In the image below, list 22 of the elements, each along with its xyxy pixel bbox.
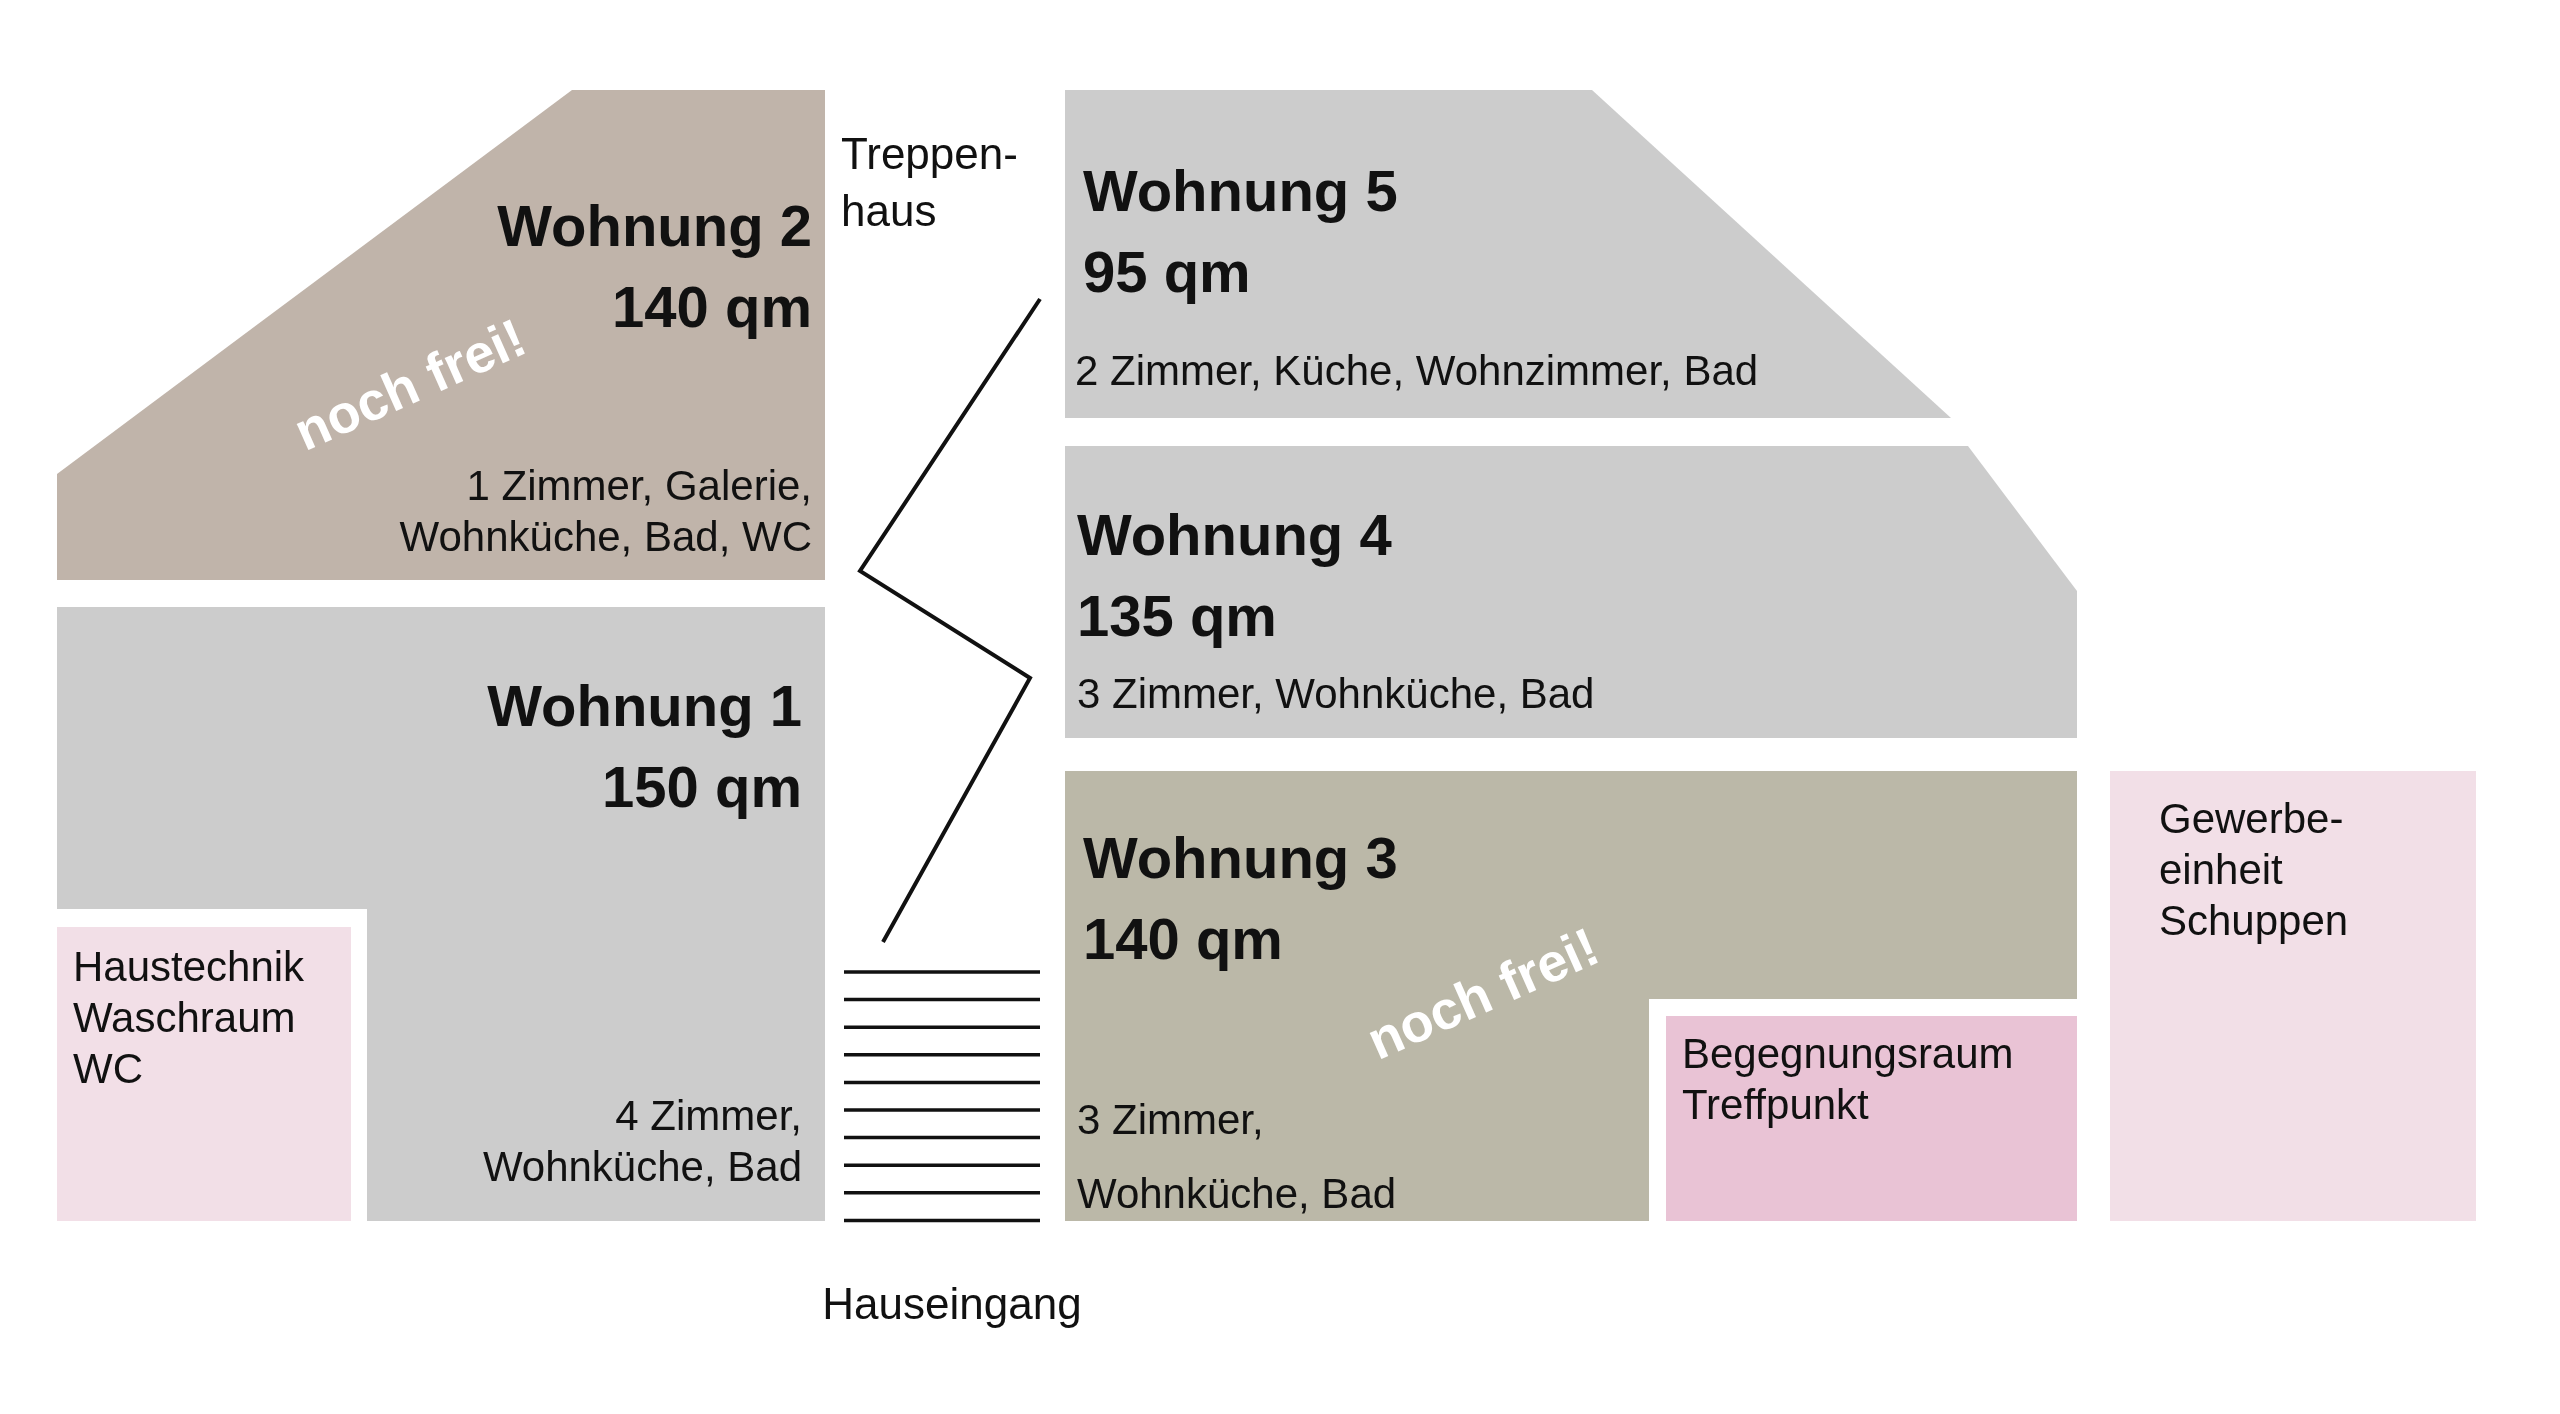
apartment-area bbox=[1065, 771, 2077, 1221]
apartment-heading: Wohnung 4 135 qm bbox=[1077, 501, 1393, 651]
utility-room bbox=[57, 927, 351, 1221]
apartment-heading: Wohnung 1 150 qm bbox=[486, 672, 802, 822]
apartment-area bbox=[57, 90, 825, 580]
room-description: Begegnungsraum Treffpunkt bbox=[1682, 1029, 2015, 1131]
room-description: 4 Zimmer, Wohnküche, Bad bbox=[481, 1091, 802, 1193]
stairwell-label: Treppen- haus bbox=[841, 128, 1019, 238]
room-description: 2 Zimmer, Küche, Wohnzimmer, Bad bbox=[1075, 346, 1760, 396]
room-description: 3 Zimmer, Wohnküche, Bad bbox=[1077, 669, 1596, 719]
apartment-area bbox=[1065, 446, 2077, 738]
apartment-area bbox=[57, 607, 825, 1221]
room-description: 3 Zimmer, Wohnküche, Bad bbox=[1077, 1095, 1398, 1219]
room-description: 1 Zimmer, Galerie, Wohnküche, Bad, WC bbox=[398, 461, 812, 563]
apartment-area bbox=[1065, 90, 1951, 418]
meeting-room bbox=[1666, 1016, 2077, 1221]
room-description: Haustechnik Waschraum WC bbox=[73, 942, 306, 1095]
room-description: Gewerbe- einheit Schuppen bbox=[2159, 794, 2350, 947]
entrance-label: Hauseingang bbox=[821, 1278, 1083, 1330]
apartment-heading: Wohnung 5 95 qm bbox=[1083, 157, 1399, 307]
commercial-unit bbox=[2110, 771, 2476, 1221]
availability-note: noch frei! bbox=[284, 305, 536, 464]
